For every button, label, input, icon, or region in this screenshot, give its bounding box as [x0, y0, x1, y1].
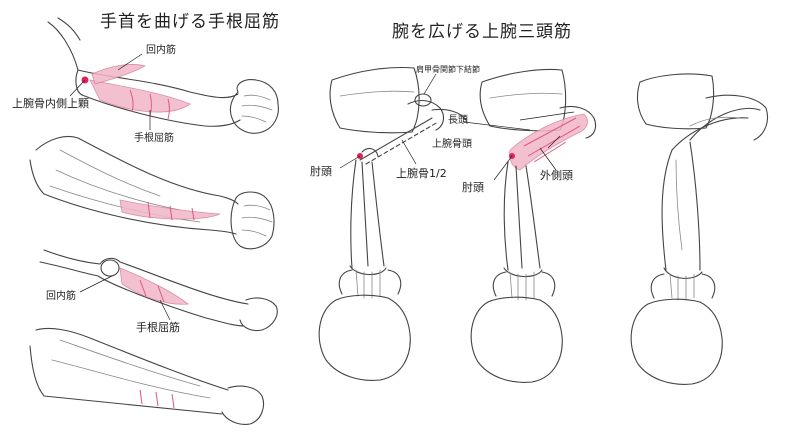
label-epicondyle: 上腕骨内側上顆 — [12, 97, 89, 110]
label-flexor-bottom: 手根屈筋 — [136, 321, 180, 334]
pronator-muscle-bottom — [119, 267, 190, 305]
figure-bones — [318, 66, 467, 381]
figure-muscled-arm — [630, 73, 769, 385]
flexor-muscle-top — [89, 79, 191, 113]
figure-triceps — [463, 68, 597, 383]
elbow-joint — [100, 259, 120, 277]
label-olecranon-left: 肘頭 — [310, 165, 332, 178]
arm-sketch-3 — [39, 249, 278, 332]
label-flexor-top: 手根屈筋 — [134, 133, 174, 144]
pronator-muscle-top — [91, 64, 147, 85]
triceps-muscle — [509, 113, 588, 171]
label-pronator-bottom: 回内筋 — [46, 291, 76, 302]
arm-sketch-1 — [47, 17, 279, 134]
label-lateral-head: 外側頭 — [540, 169, 573, 182]
right-panel-title: 腕を広げる上腕三頭筋 — [392, 22, 572, 42]
label-pronator-top: 回内筋 — [146, 45, 176, 56]
label-infraglenoid: 肩甲骨関節下結節 — [416, 65, 480, 74]
forearm-muscle-2 — [119, 199, 221, 220]
label-long-head: 長頭 — [448, 115, 468, 126]
arm-sketch-4 — [29, 327, 265, 425]
label-humerus-half: 上腕骨1/2 — [396, 167, 447, 180]
arm-sketch-2 — [29, 135, 275, 250]
label-olecranon-right: 肘頭 — [462, 181, 484, 194]
label-humerus-head: 上腕骨頭 — [432, 139, 472, 150]
left-panel-title: 手首を曲げる手根屈筋 — [100, 12, 280, 32]
